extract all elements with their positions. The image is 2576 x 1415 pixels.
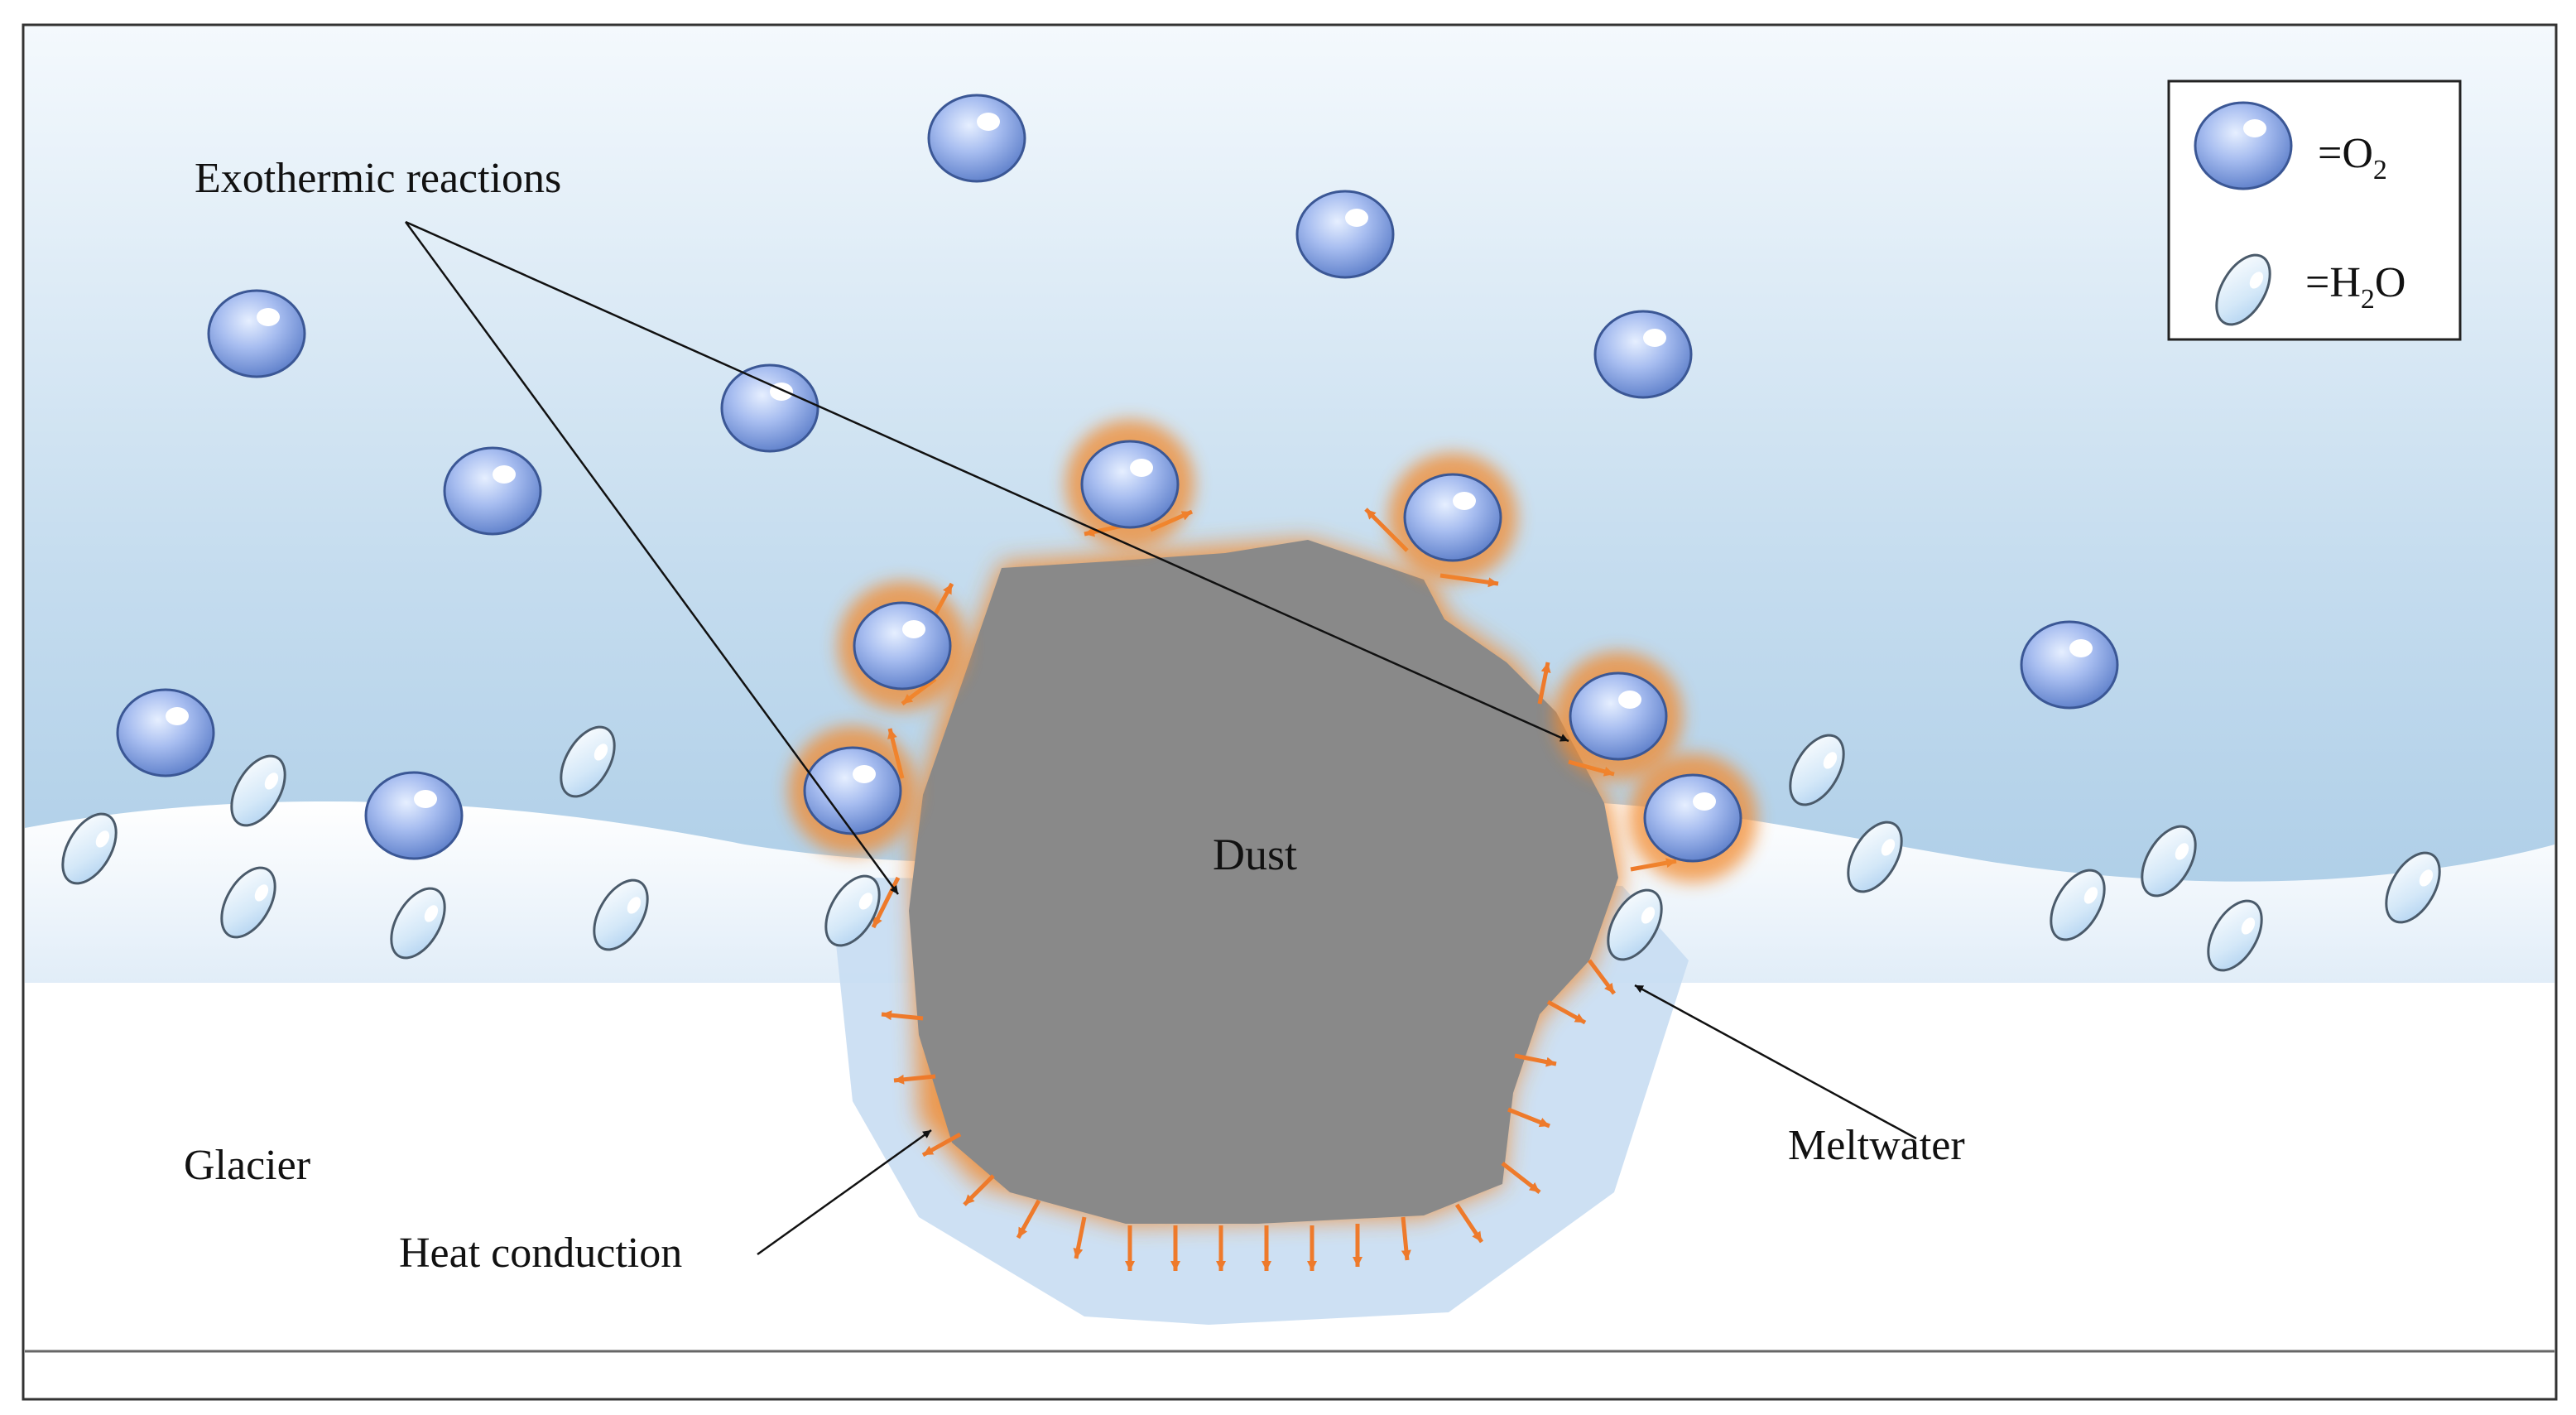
o2-molecule-icon	[1643, 773, 1742, 863]
legend-h2o-label: =H2O	[2305, 259, 2405, 315]
o2-molecule-icon	[443, 446, 542, 536]
heat-conduction-arrows	[881, 959, 1616, 1271]
o2-molecule-icon	[207, 289, 306, 378]
h2o-molecule-icon	[1607, 888, 1663, 961]
o2-molecule-icon	[2020, 620, 2119, 710]
o2-molecule-icon	[720, 363, 819, 453]
h2o-molecule-icon	[1847, 821, 1903, 893]
o2-molecule-icon	[364, 771, 464, 860]
h2o-molecule-icon	[2207, 899, 2263, 972]
exothermic-pointer-left	[404, 221, 900, 895]
h2o-molecule-icon	[824, 874, 881, 947]
o2-molecule-icon	[927, 94, 1026, 183]
h2o-molecule-icon	[1789, 734, 1845, 806]
legend-o2-label: =O2	[2318, 130, 2387, 185]
heat-conduction-pointer	[757, 1129, 932, 1256]
legend-h2o-icon	[2215, 253, 2271, 326]
annotation-lines	[404, 220, 1917, 1256]
exothermic-pointer-right	[405, 220, 1569, 743]
o2-molecule-icon	[116, 688, 215, 777]
h2o-molecule-icon	[2385, 851, 2441, 924]
dust-label: Dust	[1213, 830, 1297, 879]
h2o-molecule-icon	[2050, 869, 2106, 941]
meltwater-pointer	[1634, 984, 1917, 1140]
dust-particle	[909, 540, 1618, 1224]
o2-molecules	[116, 94, 2119, 863]
exothermic-reactions-label: Exothermic reactions	[195, 155, 561, 202]
o2-molecule-icon	[1569, 671, 1668, 761]
o2-molecule-icon	[803, 746, 902, 835]
glacier-label: Glacier	[184, 1142, 310, 1189]
o2-molecule-icon	[1593, 310, 1693, 399]
meltwater-label: Meltwater	[1788, 1122, 1965, 1169]
heat-conduction-label: Heat conduction	[399, 1230, 682, 1277]
h2o-molecule-icon	[2141, 825, 2197, 898]
o2-molecule-icon	[1403, 473, 1502, 562]
o2-molecule-icon	[853, 601, 952, 691]
o2-molecule-icon	[1080, 440, 1180, 529]
h2o-molecule-icon	[593, 878, 649, 951]
legend: =O2 =H2O	[2167, 79, 2462, 341]
legend-o2-icon	[2194, 101, 2293, 190]
o2-molecule-icon	[1295, 190, 1395, 279]
